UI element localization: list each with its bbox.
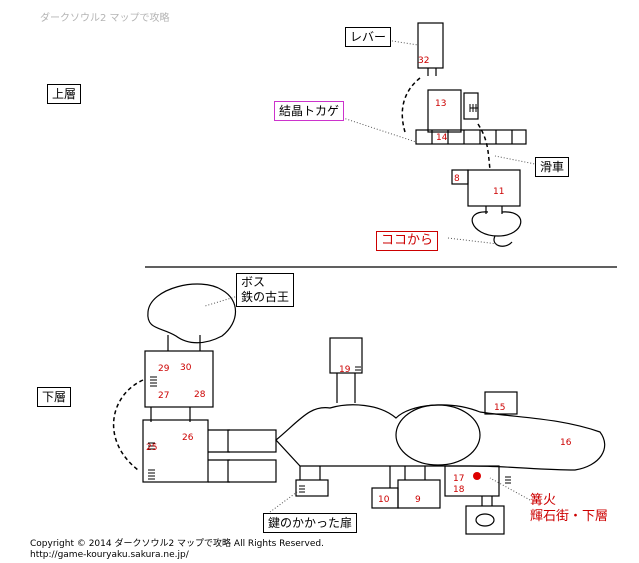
room-numbers: 32 13 14 8 11 29 30 27 28 19 26 25 15 16… xyxy=(146,56,572,505)
bonfire-location: 輝石街・下層 xyxy=(530,509,609,524)
upper-stair-room xyxy=(463,92,479,120)
room-29-30-wall xyxy=(144,350,214,408)
bottom-room-wall xyxy=(465,505,505,535)
room-number: 28 xyxy=(194,390,206,400)
lower-corridor-stubs xyxy=(208,429,230,483)
room-26-wall xyxy=(142,419,209,483)
upper-corridor-wall xyxy=(415,129,527,145)
connections xyxy=(112,77,491,471)
room-number: 30 xyxy=(180,363,192,373)
upper-corridor-divisions xyxy=(431,130,513,144)
site-url: http://game-kouryaku.sakura.ne.jp/ xyxy=(30,550,189,560)
corridor-11 xyxy=(485,206,503,214)
boss-label: ボス xyxy=(241,275,266,289)
crystal-lizard-callout: 結晶トカゲ xyxy=(274,101,345,121)
room-9-wall xyxy=(397,479,441,509)
pulley-callout: 滑車 xyxy=(535,157,570,177)
room-number: 14 xyxy=(436,133,448,143)
upper-cave xyxy=(471,211,522,237)
stairs xyxy=(148,104,511,493)
room-17-18-wall xyxy=(444,465,500,497)
floor-label-lower: 下層 xyxy=(37,387,72,407)
room-number: 9 xyxy=(415,495,421,505)
room-number: 10 xyxy=(378,495,390,505)
room-number: 27 xyxy=(158,391,169,401)
bonfire-corridor xyxy=(481,496,493,506)
copyright: Copyright © 2014 ダークソウル2 マップで攻略 All Righ… xyxy=(30,539,324,549)
bonfire-label: 篝火 xyxy=(530,493,557,508)
room-15-wall xyxy=(484,391,518,415)
locked-door-corridor xyxy=(299,466,321,480)
lever-callout: レバー xyxy=(345,27,392,47)
bottom-room-pool xyxy=(475,513,495,527)
room-32-wall xyxy=(417,22,444,69)
boss-corridor xyxy=(167,335,201,351)
room-number: 15 xyxy=(494,403,505,413)
room-number: 8 xyxy=(454,174,460,184)
site-header: ダークソウル2 マップで攻略 xyxy=(40,13,170,24)
room-number: 29 xyxy=(158,364,170,374)
room-11-wall xyxy=(467,169,521,207)
bonfire-callout: 篝火 輝石街・下層 xyxy=(530,493,608,525)
room-9-corridor xyxy=(389,466,426,488)
bonfire-dot xyxy=(473,472,481,480)
room-number: 19 xyxy=(339,365,351,375)
boss-callout: ボス 鉄の古王 xyxy=(236,273,295,307)
lower-corridor-upper xyxy=(227,429,277,453)
start-here-callout: ココから xyxy=(376,231,439,251)
locked-door-callout: 鍵のかかった扉 xyxy=(263,513,358,533)
central-pillar xyxy=(395,404,481,466)
room-number: 11 xyxy=(493,187,504,197)
room-number: 25 xyxy=(146,443,157,453)
upper-cave-tail xyxy=(493,235,513,247)
lower-corridor-lower xyxy=(227,459,277,483)
corridor-32 xyxy=(427,68,437,76)
room-number: 18 xyxy=(453,485,465,495)
locked-door-room xyxy=(295,479,329,497)
room-number: 13 xyxy=(435,99,446,109)
room-13-wall xyxy=(427,89,462,133)
main-cave xyxy=(275,404,606,471)
room-number: 16 xyxy=(560,438,572,448)
corridor-19 xyxy=(336,373,356,403)
walls xyxy=(142,22,617,535)
room-number: 26 xyxy=(182,433,194,443)
boss-name: 鉄の古王 xyxy=(241,290,290,304)
boss-cave xyxy=(147,283,236,344)
room-19-wall xyxy=(329,337,363,374)
room-number: 17 xyxy=(453,474,464,484)
floor-label-upper: 上層 xyxy=(47,84,82,104)
room-number: 32 xyxy=(418,56,429,66)
